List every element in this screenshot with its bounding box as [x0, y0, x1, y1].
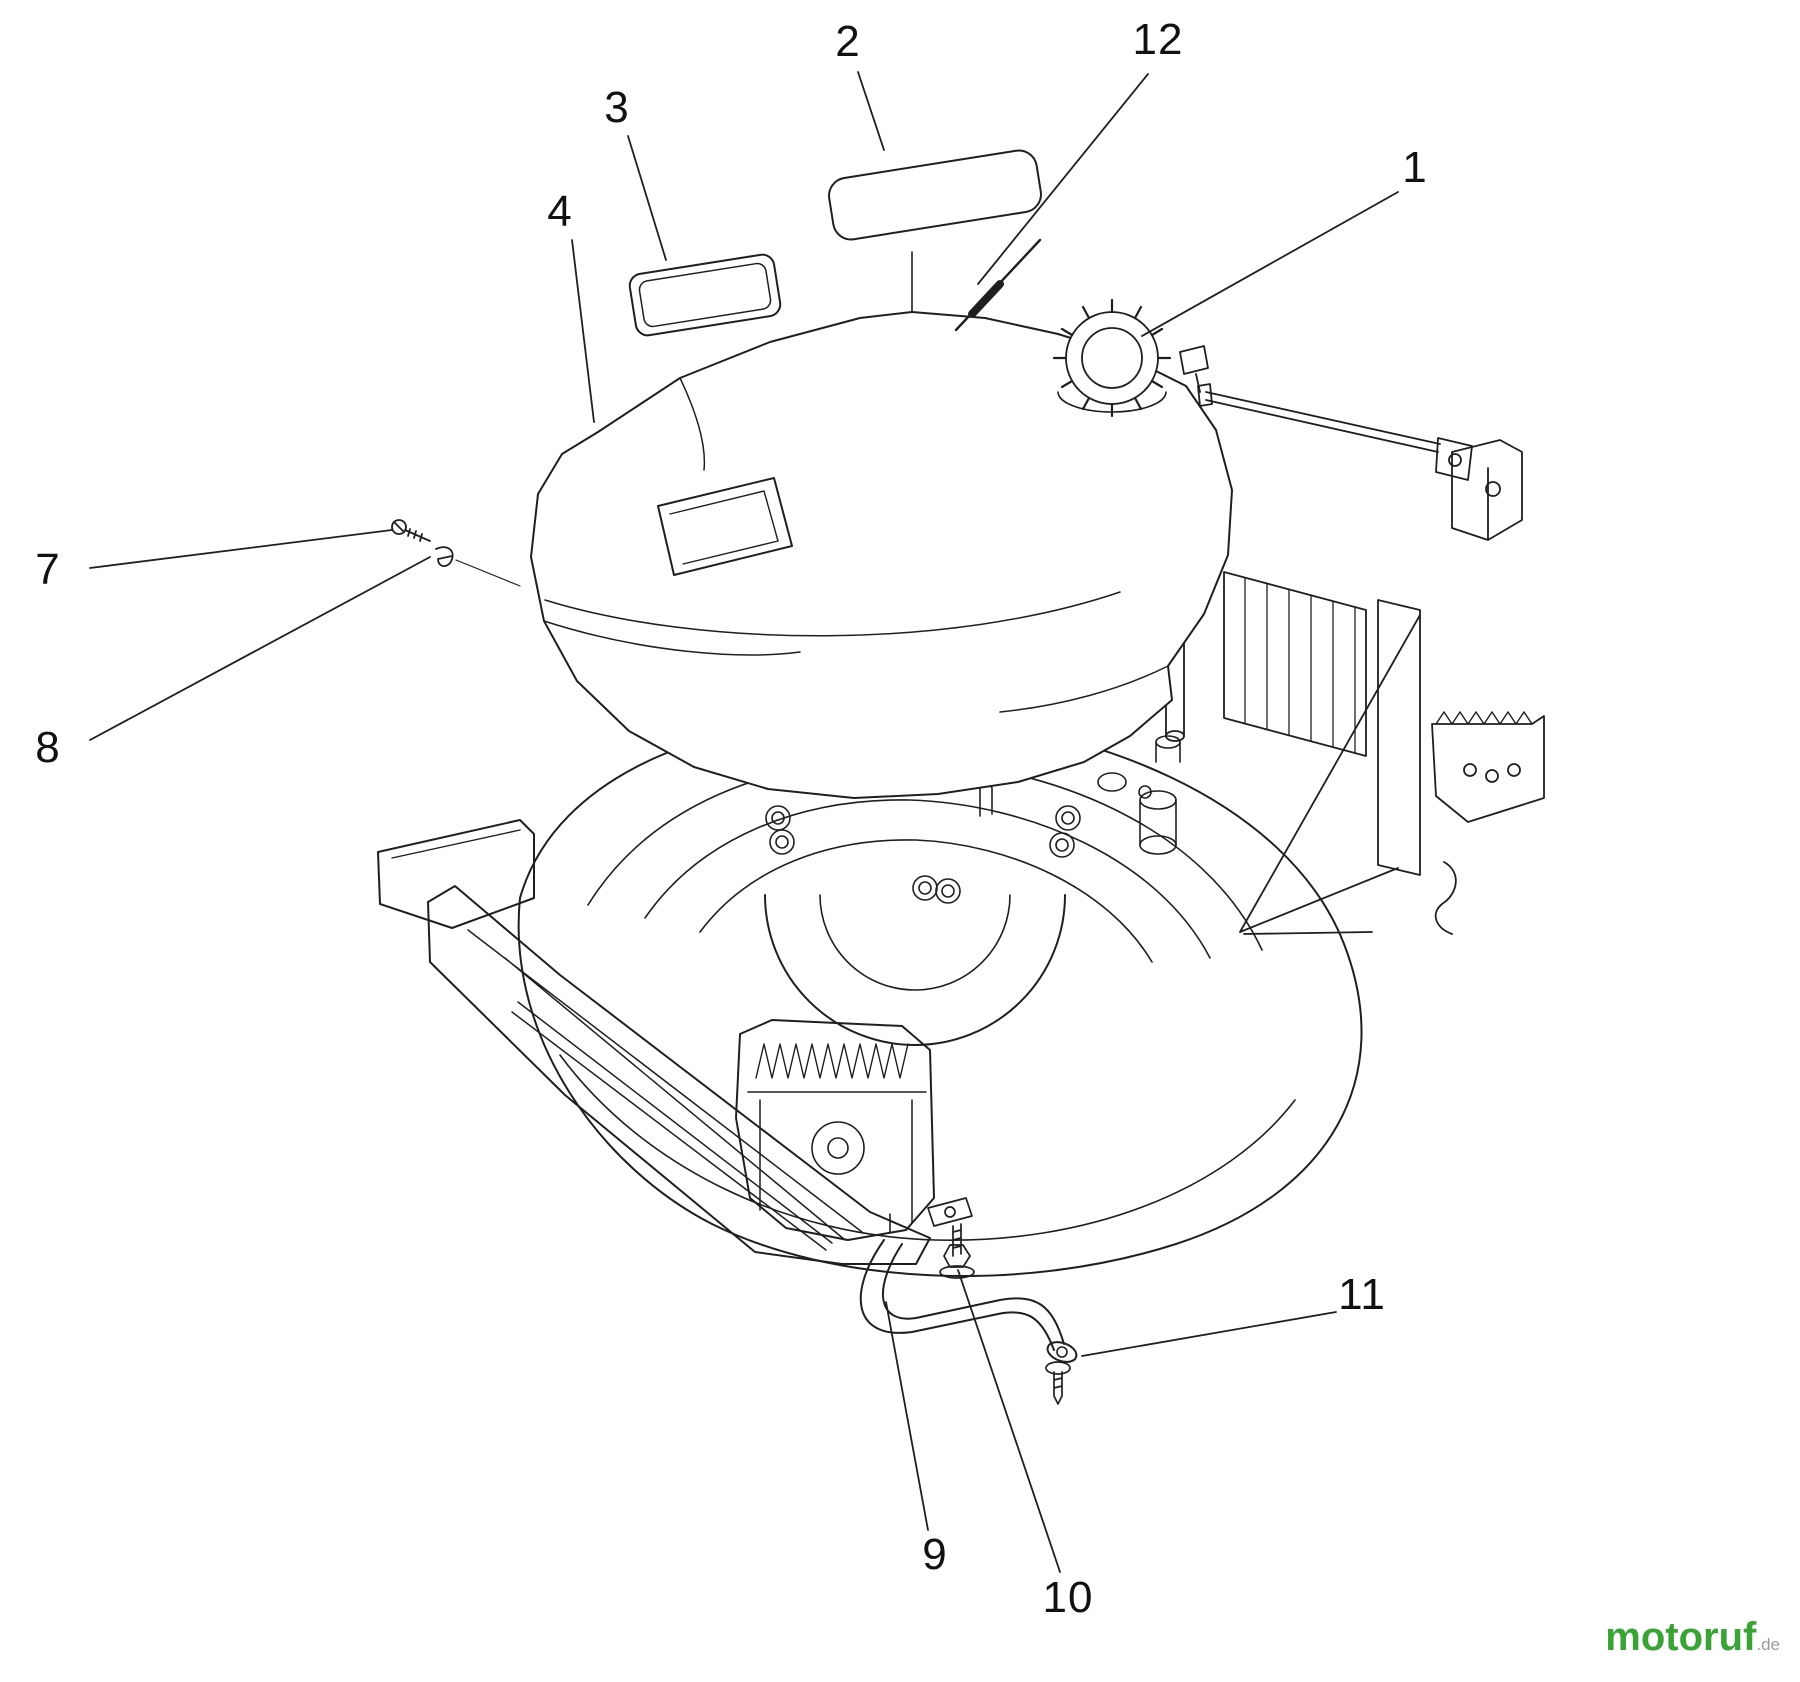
callout-3: 3: [604, 83, 630, 132]
callout-2: 2: [835, 17, 861, 66]
leader-10: [957, 1269, 1061, 1573]
decal-large: [828, 149, 1042, 241]
decal-small: [628, 253, 782, 337]
callout-10: 10: [1042, 1573, 1094, 1622]
leader-1: [1141, 191, 1399, 337]
leader-2: [857, 71, 885, 151]
screw-part-11: [1045, 1361, 1071, 1405]
brake-bracket: [859, 1213, 1078, 1363]
leader-4: [571, 239, 595, 423]
leader-lines: [89, 71, 1399, 1573]
callout-12: 12: [1132, 15, 1184, 64]
discharge-chute: [427, 885, 931, 1265]
screw-part-7: [391, 519, 431, 542]
fuel-cap: [1052, 298, 1172, 418]
watermark-logo: motoruf.de: [1605, 1615, 1780, 1660]
callout-9: 9: [922, 1530, 948, 1579]
ribbed-belt-cover: [735, 1019, 935, 1241]
watermark-suffix: .de: [1756, 1635, 1780, 1654]
callout-7: 7: [35, 545, 61, 594]
mower-deck: [377, 714, 1363, 1278]
leader-8: [89, 556, 431, 741]
clip-part-8: [435, 546, 521, 587]
bolt-part-10: [927, 1197, 975, 1279]
callout-4: 4: [547, 187, 573, 236]
watermark-brand: motoruf: [1605, 1615, 1757, 1659]
leader-12: [977, 73, 1149, 285]
dipstick: [954, 238, 1042, 332]
leader-11: [1081, 1311, 1337, 1357]
engine-housing: [530, 251, 1233, 799]
leader-3: [627, 135, 667, 261]
leader-7: [89, 529, 393, 569]
rear-housing: [1165, 345, 1545, 935]
callout-1: 1: [1402, 143, 1428, 192]
leader-9: [885, 1301, 929, 1531]
callout-11: 11: [1338, 1270, 1386, 1319]
callout-8: 8: [35, 723, 61, 772]
